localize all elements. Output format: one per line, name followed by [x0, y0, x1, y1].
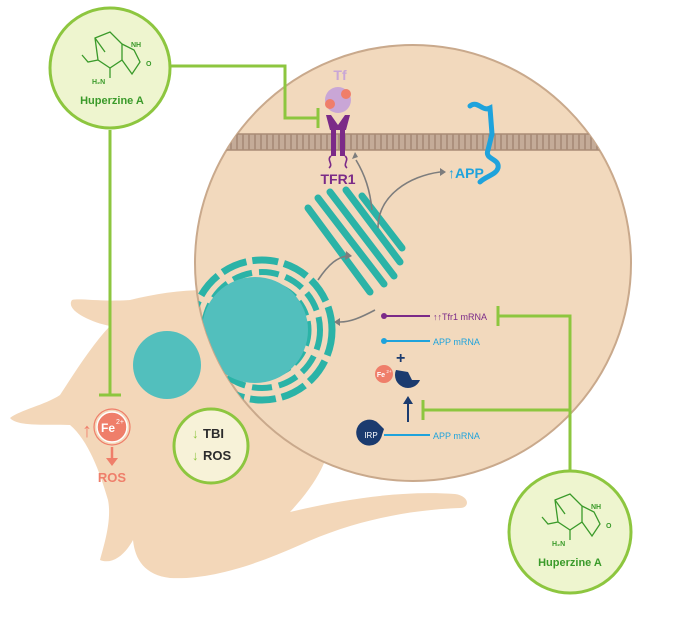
- fe-zoom-label: Fe: [377, 372, 385, 379]
- transport-arrows: [317, 159, 441, 323]
- huperzine-bottom-nh: NH: [591, 504, 601, 511]
- huperzine-bottom-o: O: [606, 523, 612, 530]
- fe-cell-badge: [96, 411, 128, 443]
- ros-down-label: ROS: [203, 448, 232, 463]
- huperzine-bottom-bubble: NH O H₂N Huperzine A: [507, 469, 633, 595]
- huperzine-top-nh: NH: [131, 42, 141, 49]
- fe-cell-charge: 2+: [116, 419, 124, 426]
- tfr1-label: TFR1: [321, 171, 356, 187]
- app-mrna-label-1: APP mRNA: [433, 337, 480, 347]
- huperzine-top-label: Huperzine A: [80, 95, 144, 107]
- tf-label: Tf: [333, 67, 347, 83]
- plus-sign: +: [396, 350, 405, 367]
- fe-zoom-badge: [375, 365, 393, 383]
- app-label: ↑APP: [448, 165, 484, 181]
- golgi-apparatus: [304, 186, 406, 296]
- tbi-down-arrow: ↓: [192, 426, 199, 441]
- huperzine-bottom-nh2: H₂N: [552, 541, 565, 548]
- huperzine-bottom-label: Huperzine A: [538, 557, 602, 569]
- ros-down-arrow: ↓: [192, 448, 199, 463]
- huperzine-top-structure: [81, 31, 141, 78]
- cell-membrane: [195, 134, 631, 150]
- huperzine-top-bubble: NH O H₂N Huperzine A: [48, 6, 172, 130]
- cell-nucleus: [133, 331, 201, 399]
- tbi-ros-bubble: ↓ TBI ↓ ROS: [172, 407, 250, 485]
- huperzine-bottom-structure: [541, 493, 601, 540]
- zoomed-nucleus: [202, 277, 308, 383]
- endoplasmic-reticulum: [195, 256, 336, 404]
- fe-up-arrow: ↑: [82, 420, 92, 442]
- inhibition-lines: [99, 64, 572, 472]
- app-protein: [467, 101, 501, 185]
- huperzine-top-nh2: H₂N: [92, 79, 105, 86]
- app-mrna-label-2: APP mRNA: [433, 431, 480, 441]
- tbi-label: TBI: [203, 426, 224, 441]
- tfr1-mrna-label: ↑↑Tfr1 mRNA: [433, 312, 487, 322]
- irp-protein-bound: [394, 370, 420, 389]
- irp-label: IRP: [364, 431, 377, 440]
- irp-protein: [356, 419, 384, 446]
- ros-label: ROS: [98, 470, 127, 485]
- tf-receptor: [325, 87, 351, 169]
- fe-zoom-charge: 2+: [386, 369, 392, 374]
- fe-cell-label: Fe: [101, 421, 115, 435]
- fe-cell-group: ↑ Fe 2+ ROS: [82, 408, 131, 485]
- huperzine-top-o: O: [146, 61, 152, 68]
